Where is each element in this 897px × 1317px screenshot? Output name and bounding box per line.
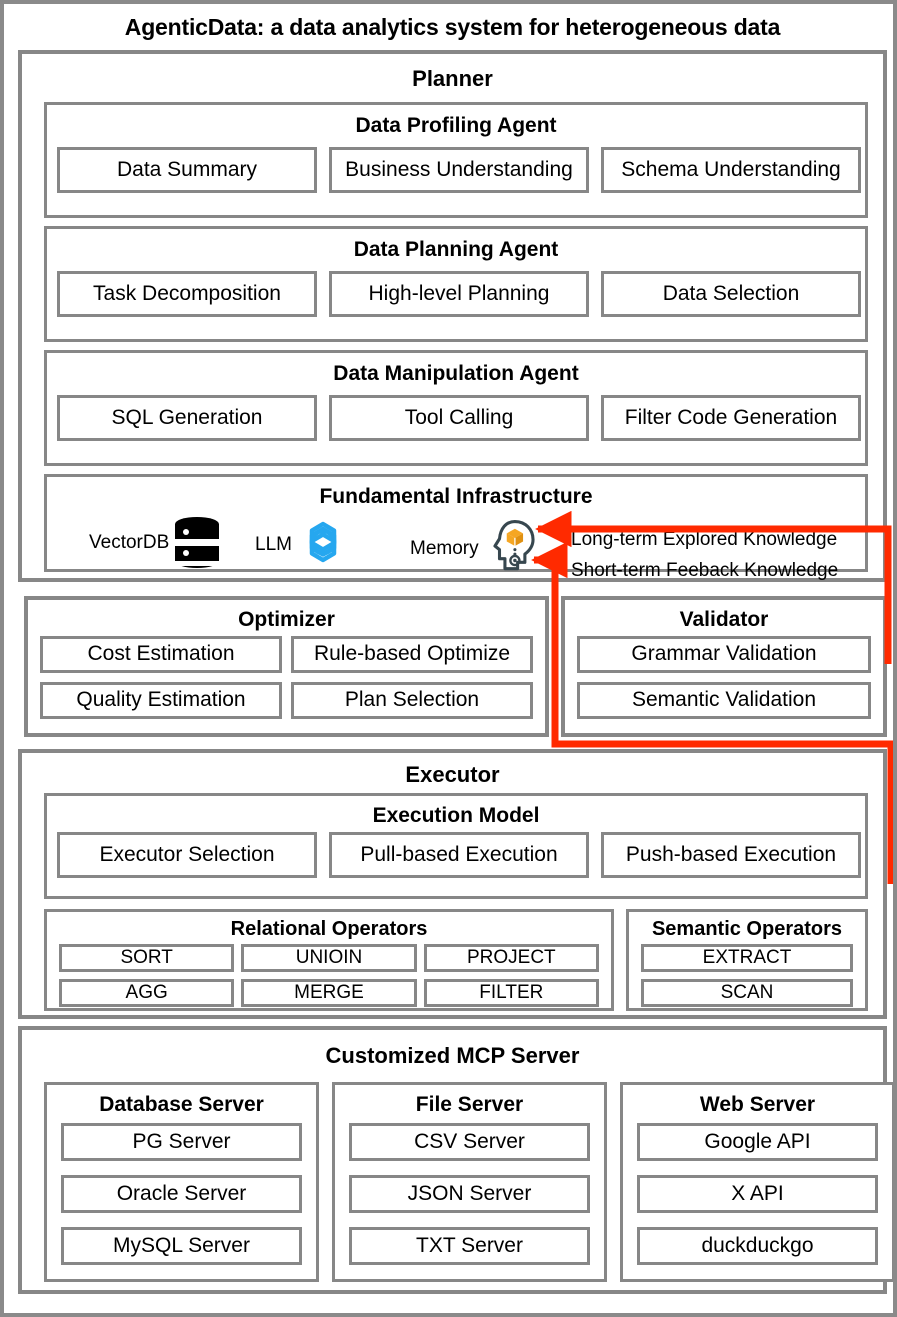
optimizer-rule-based-optimize[interactable]: Rule-based Optimize: [291, 636, 533, 673]
operator-agg[interactable]: AGG: [59, 979, 235, 1007]
planner-title: Planner: [412, 66, 493, 91]
semantic-operators-title: Semantic Operators: [651, 918, 843, 940]
semantic-operators-items: EXTRACT SCAN: [641, 944, 853, 1007]
server-json[interactable]: JSON Server: [349, 1175, 590, 1213]
capability-tool-calling[interactable]: Tool Calling: [329, 395, 589, 441]
optimizer-quality-estimation[interactable]: Quality Estimation: [40, 682, 282, 719]
agent-title: Data Planning Agent: [353, 238, 559, 261]
validator-title: Validator: [679, 608, 769, 631]
data-planning-agent: Data Planning Agent Task Decomposition H…: [44, 226, 868, 342]
infra-item-memory[interactable]: Memory: [410, 517, 543, 580]
operator-union[interactable]: UNIOIN: [241, 944, 417, 972]
planner-section: Planner Data Profiling Agent Data Summar…: [18, 50, 887, 582]
execution-model: Execution Model Executor Selection Pull-…: [44, 793, 868, 899]
page-title: AgenticData: a data analytics system for…: [124, 14, 781, 40]
infrastructure-items: VectorDB LLM: [47, 511, 865, 571]
operator-project[interactable]: PROJECT: [423, 944, 599, 972]
openai-logo-icon: [298, 517, 348, 572]
server-pg[interactable]: PG Server: [61, 1123, 302, 1161]
database-server-title: Database Server: [99, 1093, 264, 1116]
agent-items: Data Summary Business Understanding Sche…: [57, 147, 861, 193]
optimizer-section: Optimizer Cost Estimation Rule-based Opt…: [24, 596, 549, 737]
semantic-operators: Semantic Operators EXTRACT SCAN: [626, 909, 868, 1011]
mcp-server-title: Customized MCP Server: [325, 1043, 580, 1068]
validator-section: Validator Grammar Validation Semantic Va…: [561, 596, 887, 737]
relational-operators-title: Relational Operators: [230, 918, 428, 940]
pull-based-execution[interactable]: Pull-based Execution: [329, 832, 589, 878]
database-server-column: Database Server PG Server Oracle Server …: [44, 1082, 319, 1282]
infrastructure-title: Fundamental Infrastructure: [319, 485, 593, 508]
executor-title: Executor: [405, 762, 500, 787]
optimizer-title: Optimizer: [238, 608, 335, 631]
relational-operators: Relational Operators SORT UNIOIN PROJECT…: [44, 909, 614, 1011]
capability-high-level-planning[interactable]: High-level Planning: [329, 271, 589, 317]
server-duckduckgo[interactable]: duckduckgo: [637, 1227, 878, 1265]
capability-business-understanding[interactable]: Business Understanding: [329, 147, 589, 193]
agent-title: Data Profiling Agent: [355, 114, 557, 137]
push-based-execution[interactable]: Push-based Execution: [601, 832, 861, 878]
web-server-items: Google API X API duckduckgo: [637, 1123, 878, 1265]
memory-label: Memory: [410, 537, 479, 559]
capability-sql-generation[interactable]: SQL Generation: [57, 395, 317, 441]
fundamental-infrastructure: Fundamental Infrastructure VectorDB: [44, 474, 868, 581]
server-google-api[interactable]: Google API: [637, 1123, 878, 1161]
server-x-api[interactable]: X API: [637, 1175, 878, 1213]
file-server-column: File Server CSV Server JSON Server TXT S…: [332, 1082, 607, 1282]
relational-operators-items: SORT UNIOIN PROJECT AGG MERGE FILTER: [59, 944, 599, 1007]
validator-items: Grammar Validation Semantic Validation: [577, 636, 871, 719]
capability-data-selection[interactable]: Data Selection: [601, 271, 861, 317]
capability-task-decomposition[interactable]: Task Decomposition: [57, 271, 317, 317]
agent-items: Task Decomposition High-level Planning D…: [57, 271, 861, 317]
database-icon: [175, 517, 220, 569]
llm-label: LLM: [255, 533, 292, 555]
infra-item-llm[interactable]: LLM: [255, 517, 348, 572]
executor-selection[interactable]: Executor Selection: [57, 832, 317, 878]
capability-schema-understanding[interactable]: Schema Understanding: [601, 147, 861, 193]
optimizer-items: Cost Estimation Rule-based Optimize Qual…: [40, 636, 533, 719]
short-term-knowledge-label: Short-term Feeback Knowledge: [571, 560, 839, 581]
data-profiling-agent: Data Profiling Agent Data Summary Busine…: [44, 102, 868, 218]
operator-filter[interactable]: FILTER: [423, 979, 599, 1007]
vectordb-label: VectorDB: [89, 532, 170, 553]
database-server-items: PG Server Oracle Server MySQL Server: [61, 1123, 302, 1265]
optimizer-plan-selection[interactable]: Plan Selection: [291, 682, 533, 719]
web-server-title: Web Server: [699, 1093, 816, 1116]
optimizer-cost-estimation[interactable]: Cost Estimation: [40, 636, 282, 673]
server-mysql[interactable]: MySQL Server: [61, 1227, 302, 1265]
executor-section: Executor Execution Model Executor Select…: [18, 749, 887, 1019]
infra-item-vectordb[interactable]: VectorDB: [89, 517, 220, 569]
execution-model-items: Executor Selection Pull-based Execution …: [57, 832, 861, 878]
capability-data-summary[interactable]: Data Summary: [57, 147, 317, 193]
mcp-server-section: Customized MCP Server Database Server PG…: [18, 1026, 893, 1294]
long-term-knowledge-label: Long-term Explored Knowledge: [571, 529, 838, 550]
validator-grammar-validation[interactable]: Grammar Validation: [577, 636, 871, 673]
agent-title: Data Manipulation Agent: [333, 362, 579, 385]
server-oracle[interactable]: Oracle Server: [61, 1175, 302, 1213]
operator-scan[interactable]: SCAN: [641, 979, 853, 1007]
capability-filter-code-generation[interactable]: Filter Code Generation: [601, 395, 861, 441]
execution-model-title: Execution Model: [372, 804, 540, 827]
agent-items: SQL Generation Tool Calling Filter Code …: [57, 395, 861, 441]
memory-head-icon: [485, 517, 543, 580]
validator-semantic-validation[interactable]: Semantic Validation: [577, 682, 871, 719]
operator-extract[interactable]: EXTRACT: [641, 944, 853, 972]
server-csv[interactable]: CSV Server: [349, 1123, 590, 1161]
server-txt[interactable]: TXT Server: [349, 1227, 590, 1265]
operator-merge[interactable]: MERGE: [241, 979, 417, 1007]
web-server-column: Web Server Google API X API duckduckgo: [620, 1082, 893, 1282]
file-server-items: CSV Server JSON Server TXT Server: [349, 1123, 590, 1265]
data-manipulation-agent: Data Manipulation Agent SQL Generation T…: [44, 350, 868, 466]
file-server-title: File Server: [415, 1093, 524, 1116]
operator-sort[interactable]: SORT: [59, 944, 235, 972]
